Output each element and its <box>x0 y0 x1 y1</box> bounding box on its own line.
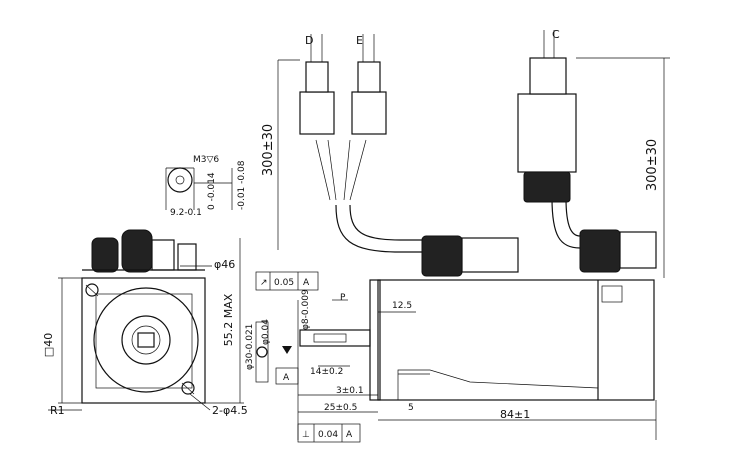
shaft-detail-circle <box>167 167 193 193</box>
connector-d <box>299 91 335 135</box>
flat-tol-label: φ0.04 <box>261 319 271 345</box>
dim-25-label: 25±0.5 <box>324 403 357 413</box>
shaft-small-label: φ8-0.009 <box>301 289 311 330</box>
mount-hole-2 <box>181 381 195 395</box>
mount-hole-1 <box>85 283 99 297</box>
key-tol2-label: -0.01 -0.08 <box>237 160 247 210</box>
front-connector-1 <box>91 237 119 273</box>
svg-text:⊥: ⊥ <box>302 430 310 440</box>
side-shaft <box>299 329 371 347</box>
front-view: □40 55.2 MAX φ46 R1 2-φ4.5 <box>42 229 248 417</box>
front-connector-3 <box>151 239 175 271</box>
radius-label: R1 <box>50 404 65 417</box>
cable-exit-power <box>421 235 463 277</box>
shaft-dia-label: φ30-0.021 <box>245 324 255 370</box>
cable-wires <box>315 139 367 201</box>
p-label: P <box>340 293 346 303</box>
runout-ref-label: A <box>303 278 310 288</box>
connector-e-label: E <box>356 34 363 47</box>
pcd-label: φ46 <box>214 258 235 271</box>
connector-c-label: C <box>552 28 560 41</box>
front-pilot-circle <box>121 315 171 365</box>
cable-length-right: 300±30 <box>645 139 660 191</box>
runout-frame <box>255 271 319 291</box>
perp-ref-label: A <box>346 430 353 440</box>
front-hub-circle <box>131 325 161 355</box>
max-height-label: 55.2 MAX <box>222 293 235 346</box>
front-shaft-flat <box>137 332 155 348</box>
dim-5-label: 5 <box>408 403 414 413</box>
connector-c <box>517 93 577 173</box>
front-inner-square <box>95 293 193 389</box>
connector-d-label: D <box>305 34 313 47</box>
side-view: 12.5 3±0.1 25±0.5 5 84±1 14±0.2 P φ30-0.… <box>245 229 657 443</box>
cable-exit-encoder-housing <box>619 231 657 269</box>
side-keyway <box>313 333 347 343</box>
motor-body <box>377 279 655 401</box>
shaft-detail: M3▽6 9.2-0.1 0 -0.014 -0.01 -0.08 <box>165 155 247 218</box>
dim-14-label: 14±0.2 <box>310 367 343 377</box>
runout-tol-label: 0.05 <box>274 278 294 288</box>
front-flange-square <box>81 277 206 404</box>
datum-a-box <box>275 367 299 385</box>
cable-exit-encoder <box>579 229 621 273</box>
cable-assembly: D E C 300±30 300±30 <box>261 28 670 278</box>
holes-label: 2-φ4.5 <box>212 404 248 417</box>
dim-3-label: 3±0.1 <box>336 386 364 396</box>
front-pcd-circle <box>93 287 199 393</box>
square-label: □40 <box>42 333 55 357</box>
thread-label: M3▽6 <box>193 155 219 165</box>
key-tol-label: 0 -0.014 <box>207 172 217 210</box>
front-connector-2 <box>121 229 153 273</box>
perp-frame <box>297 423 361 443</box>
svg-text:↗: ↗ <box>260 278 268 288</box>
cable-exit-power-housing <box>461 237 519 273</box>
keyway-width-label: 9.2-0.1 <box>170 208 202 218</box>
side-cable-gland <box>397 369 599 401</box>
perp-tol-label: 0.04 <box>318 430 338 440</box>
connector-e <box>351 91 387 135</box>
cable-length-left: 300±30 <box>261 124 276 176</box>
datum-a-label: A <box>283 373 290 383</box>
dim-125-label: 12.5 <box>392 301 412 311</box>
dim-84-label: 84±1 <box>500 408 530 421</box>
